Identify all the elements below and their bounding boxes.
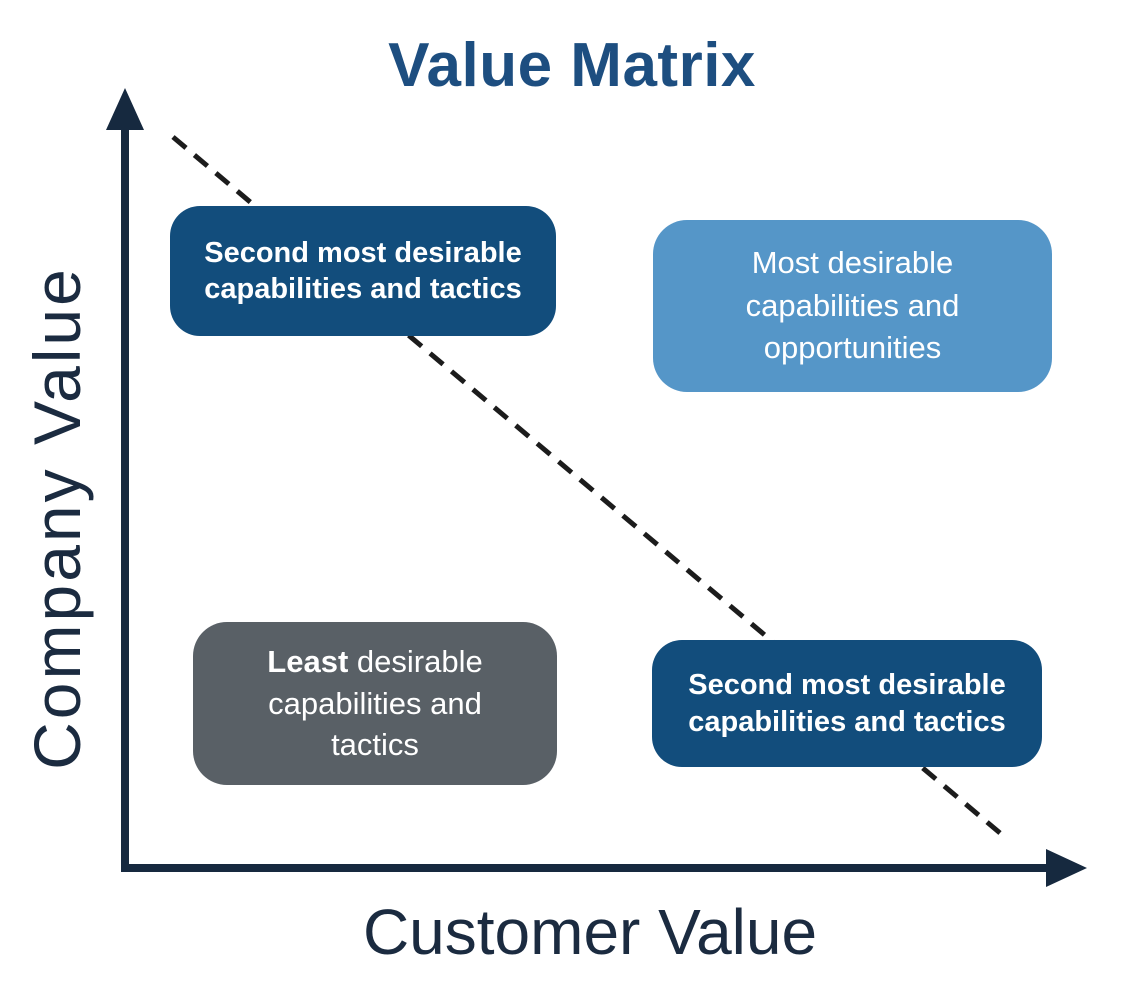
x-axis-label: Customer Value: [362, 896, 818, 968]
quadrant-bottom-left-label: Least desirable capabilities and tactics: [267, 641, 482, 767]
quadrant-bottom-right-box: Second most desirable capabilities and t…: [652, 640, 1042, 767]
diagram-title: Value Matrix: [388, 31, 756, 100]
quadrant-bottom-right-label: Second most desirable capabilities and t…: [688, 669, 1006, 738]
quadrant-top-right-box: Most desirable capabilities and opportun…: [653, 220, 1052, 392]
quadrant-top-right-label: Most desirable capabilities and opportun…: [745, 244, 960, 366]
quadrant-top-left-box: Second most desirable capabilities and t…: [170, 206, 556, 336]
quadrant-bottom-left-label-rest: desirable capabilities and tactics: [268, 643, 483, 763]
quadrant-bottom-left-label-bold: Least: [267, 643, 349, 679]
x-axis-arrowhead-icon: [1046, 849, 1087, 887]
y-axis-arrowhead-icon: [106, 88, 144, 130]
quadrant-top-left-label: Second most desirable capabilities and t…: [204, 236, 522, 305]
y-axis-label: Company Value: [20, 266, 94, 770]
quadrant-bottom-left-box: Least desirable capabilities and tactics: [193, 622, 557, 785]
